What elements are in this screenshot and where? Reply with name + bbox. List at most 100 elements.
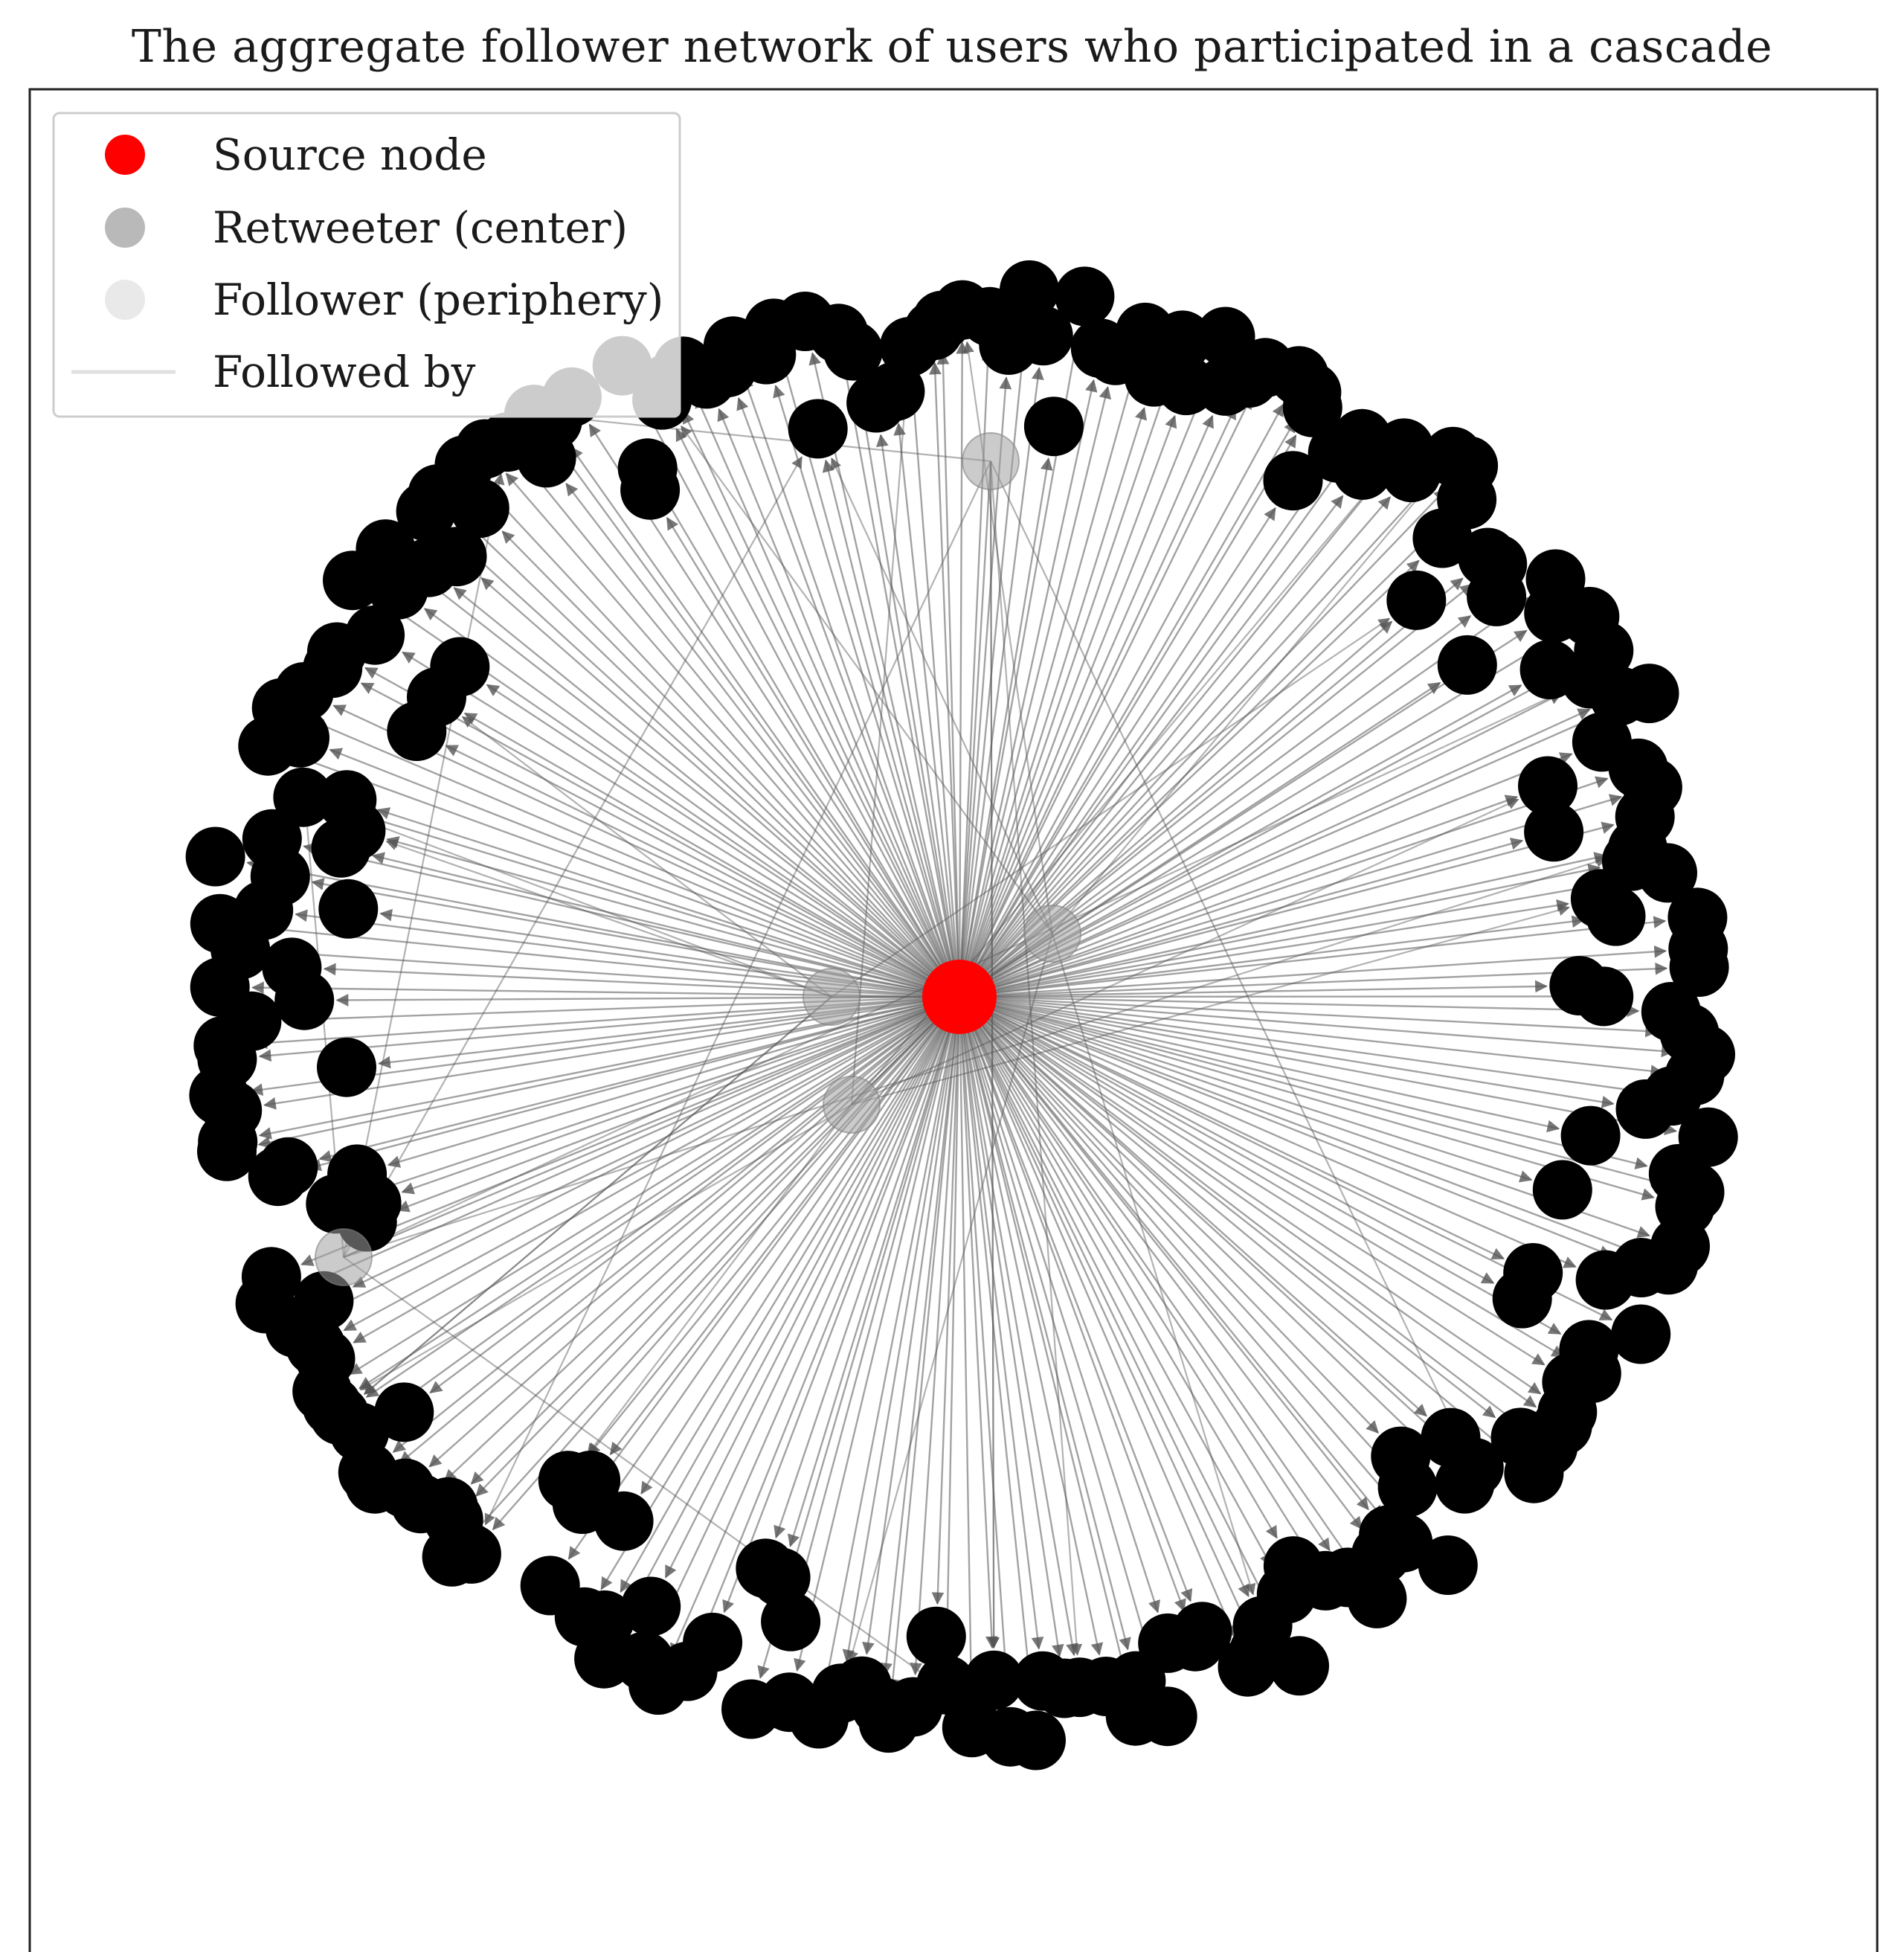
edge-source-follower	[402, 651, 960, 998]
edge-source-follower	[958, 414, 1177, 998]
edge-source-follower	[958, 457, 1053, 998]
edge-source-follower	[959, 495, 1344, 998]
edge-source-follower	[959, 996, 1379, 1434]
follower-node	[427, 527, 487, 587]
edge-source-follower	[376, 807, 960, 998]
edge-source-follower	[565, 482, 960, 998]
follower-node	[1418, 1535, 1478, 1595]
edge-source-retweeter	[343, 995, 960, 1259]
edge-source-follower	[663, 495, 961, 998]
edge-source-follower	[958, 996, 1162, 1686]
figure-title: The aggregate follower network of users …	[131, 21, 1773, 73]
edge-source-follower	[722, 996, 961, 1614]
edge-source-follower	[349, 995, 960, 1375]
edge-source-follower	[958, 362, 1139, 998]
edge-source-follower	[959, 996, 1387, 1465]
edge-source-follower	[936, 351, 961, 998]
follower-node	[1611, 1304, 1671, 1364]
edge-source-follower	[329, 748, 960, 998]
follower-node	[1013, 306, 1073, 366]
follower-node	[185, 826, 245, 887]
edge-source-follower	[959, 995, 1495, 1284]
edge-source-follower	[665, 996, 961, 1579]
follower-node	[317, 1037, 376, 1097]
follower-node	[736, 1538, 796, 1599]
edge-retweeter-follower	[484, 460, 991, 1526]
edge-retweeter-follower	[850, 378, 913, 1105]
edge-source-follower	[601, 996, 960, 1480]
follower-node	[964, 1650, 1024, 1710]
follower-node	[374, 1382, 434, 1442]
edge-source-follower	[906, 378, 961, 998]
edge-source-follower	[392, 996, 960, 1453]
edge-source-follower	[958, 367, 1044, 998]
edge-retweeter-follower	[343, 1256, 985, 1718]
edge-retweeter-follower	[681, 425, 1053, 934]
edge-retweeter-follower	[851, 798, 1519, 1106]
edge-source-follower	[875, 434, 961, 998]
edge-source-follower	[378, 995, 960, 1069]
edge-source-follower	[959, 776, 1609, 998]
edge-source-follower	[570, 446, 960, 998]
edge-source-follower	[958, 419, 1296, 998]
edge-source-follower	[959, 916, 1667, 998]
edge-source-follower	[958, 434, 1297, 998]
follower-node	[1524, 802, 1584, 862]
edge-source-follower	[332, 803, 960, 998]
edge-source-follower	[774, 996, 961, 1539]
follower-node	[1532, 1160, 1592, 1220]
source-node	[922, 960, 997, 1034]
follower-node	[538, 1451, 598, 1511]
follower-node	[1560, 1105, 1621, 1166]
follower-node	[1055, 266, 1115, 327]
edge-source-follower	[453, 587, 960, 998]
edge-source-follower	[959, 990, 1572, 1003]
edge-source-follower	[958, 996, 1186, 1612]
source-layer	[922, 960, 997, 1034]
legend-label-3: Followed by	[213, 347, 476, 397]
edge-source-follower	[887, 996, 961, 1692]
edge-source-follower	[958, 507, 1276, 998]
edge-source-follower	[396, 995, 960, 1213]
edge-source-follower	[958, 996, 1104, 1656]
edge-source-follower	[472, 996, 960, 1534]
follower-node	[1412, 508, 1473, 568]
edge-source-follower	[959, 852, 1607, 998]
edge-source-follower	[670, 996, 961, 1657]
edge-source-follower	[893, 423, 961, 998]
edge-source-follower	[959, 794, 1623, 998]
edge-source-follower	[958, 379, 1098, 998]
edge-source-follower	[956, 341, 969, 998]
edge-source-follower	[779, 359, 961, 998]
edge-source-follower	[959, 864, 1601, 998]
edge-source-follower	[959, 996, 1331, 1552]
follower-node	[1000, 260, 1059, 320]
follower-node	[430, 637, 490, 697]
follower-node	[294, 1271, 354, 1331]
edge-source-follower	[480, 577, 960, 998]
follower-node	[1435, 1454, 1495, 1514]
edge-source-follower	[505, 472, 960, 998]
edge-retweeter-follower	[342, 472, 505, 1258]
edge-source-follower	[666, 516, 961, 998]
edge-retweeter-follower	[343, 456, 803, 1258]
follower-node	[1152, 310, 1212, 370]
edge-retweeter-follower	[343, 855, 1608, 1259]
edge-source-follower	[959, 996, 1360, 1573]
follower-node	[788, 399, 848, 459]
edge-retweeter-follower	[359, 1104, 852, 1391]
edge-source-follower	[486, 488, 960, 998]
edge-source-follower	[958, 406, 1236, 998]
edge-source-follower	[958, 996, 1236, 1638]
edge-source-follower	[445, 745, 960, 998]
edge-source-follower	[959, 995, 1639, 1256]
edge-source-follower	[958, 996, 978, 1697]
edge-source-follower	[600, 996, 961, 1590]
follower-node	[258, 1137, 318, 1197]
edge-source-follower	[959, 464, 1344, 998]
edge-source-follower	[959, 995, 1562, 1335]
edge-retweeter-follower	[988, 460, 1000, 1649]
edge-source-follower	[637, 393, 961, 998]
edge-source-follower	[386, 836, 960, 998]
follower-node	[1386, 570, 1447, 630]
